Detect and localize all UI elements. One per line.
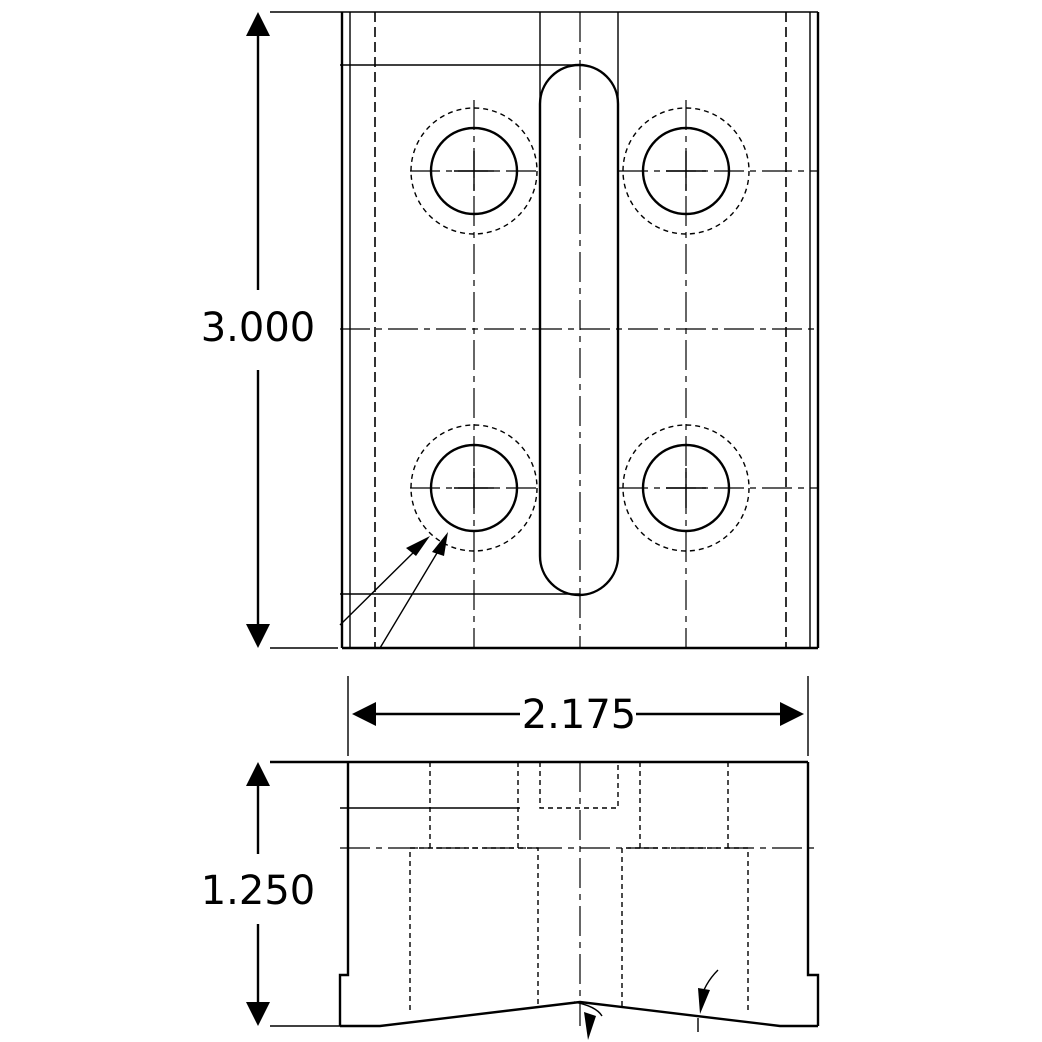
dim-arrow-front-bottom (246, 1002, 270, 1026)
dimension-height-top: 3.000 (201, 12, 338, 649)
dim-arrow-front-top (246, 762, 270, 786)
front-view-v-groove (340, 1000, 818, 1028)
hole-leader-2 (379, 547, 441, 649)
hole-lower-right (622, 424, 750, 552)
angle-arrow-center (584, 1012, 596, 1040)
dimension-width: 2.175 (347, 676, 809, 756)
hole-leader-1 (339, 545, 421, 626)
hole-lower-left (410, 424, 538, 552)
angle-arrow-right (698, 988, 710, 1014)
dimension-label-1250: 1.250 (201, 868, 316, 914)
hole-upper-right (622, 107, 750, 235)
dim-arrow-right (780, 702, 804, 726)
angle-indicator-center (573, 1001, 603, 1017)
dim-arrow-top (246, 12, 270, 36)
dimension-label-2175: 2.175 (522, 692, 637, 738)
dimension-height-front: 1.250 (201, 762, 316, 1026)
front-view (270, 760, 820, 1040)
hole-leader-2-arrow (432, 532, 448, 556)
dimension-label-3000: 3.000 (201, 305, 316, 351)
front-view-right-edge (806, 762, 820, 1026)
dim-arrow-left (352, 702, 376, 726)
hole-upper-left (410, 107, 538, 235)
front-view-right-counterbore (621, 847, 749, 1014)
front-view-slot-hidden (539, 762, 619, 809)
front-view-left-edge (338, 762, 350, 1026)
front-view-left-counterbore (409, 847, 539, 1010)
center-slot (538, 63, 620, 597)
dim-arrow-bottom (246, 624, 270, 648)
hole-leader-1-arrow (406, 536, 430, 556)
top-view (270, 11, 820, 650)
